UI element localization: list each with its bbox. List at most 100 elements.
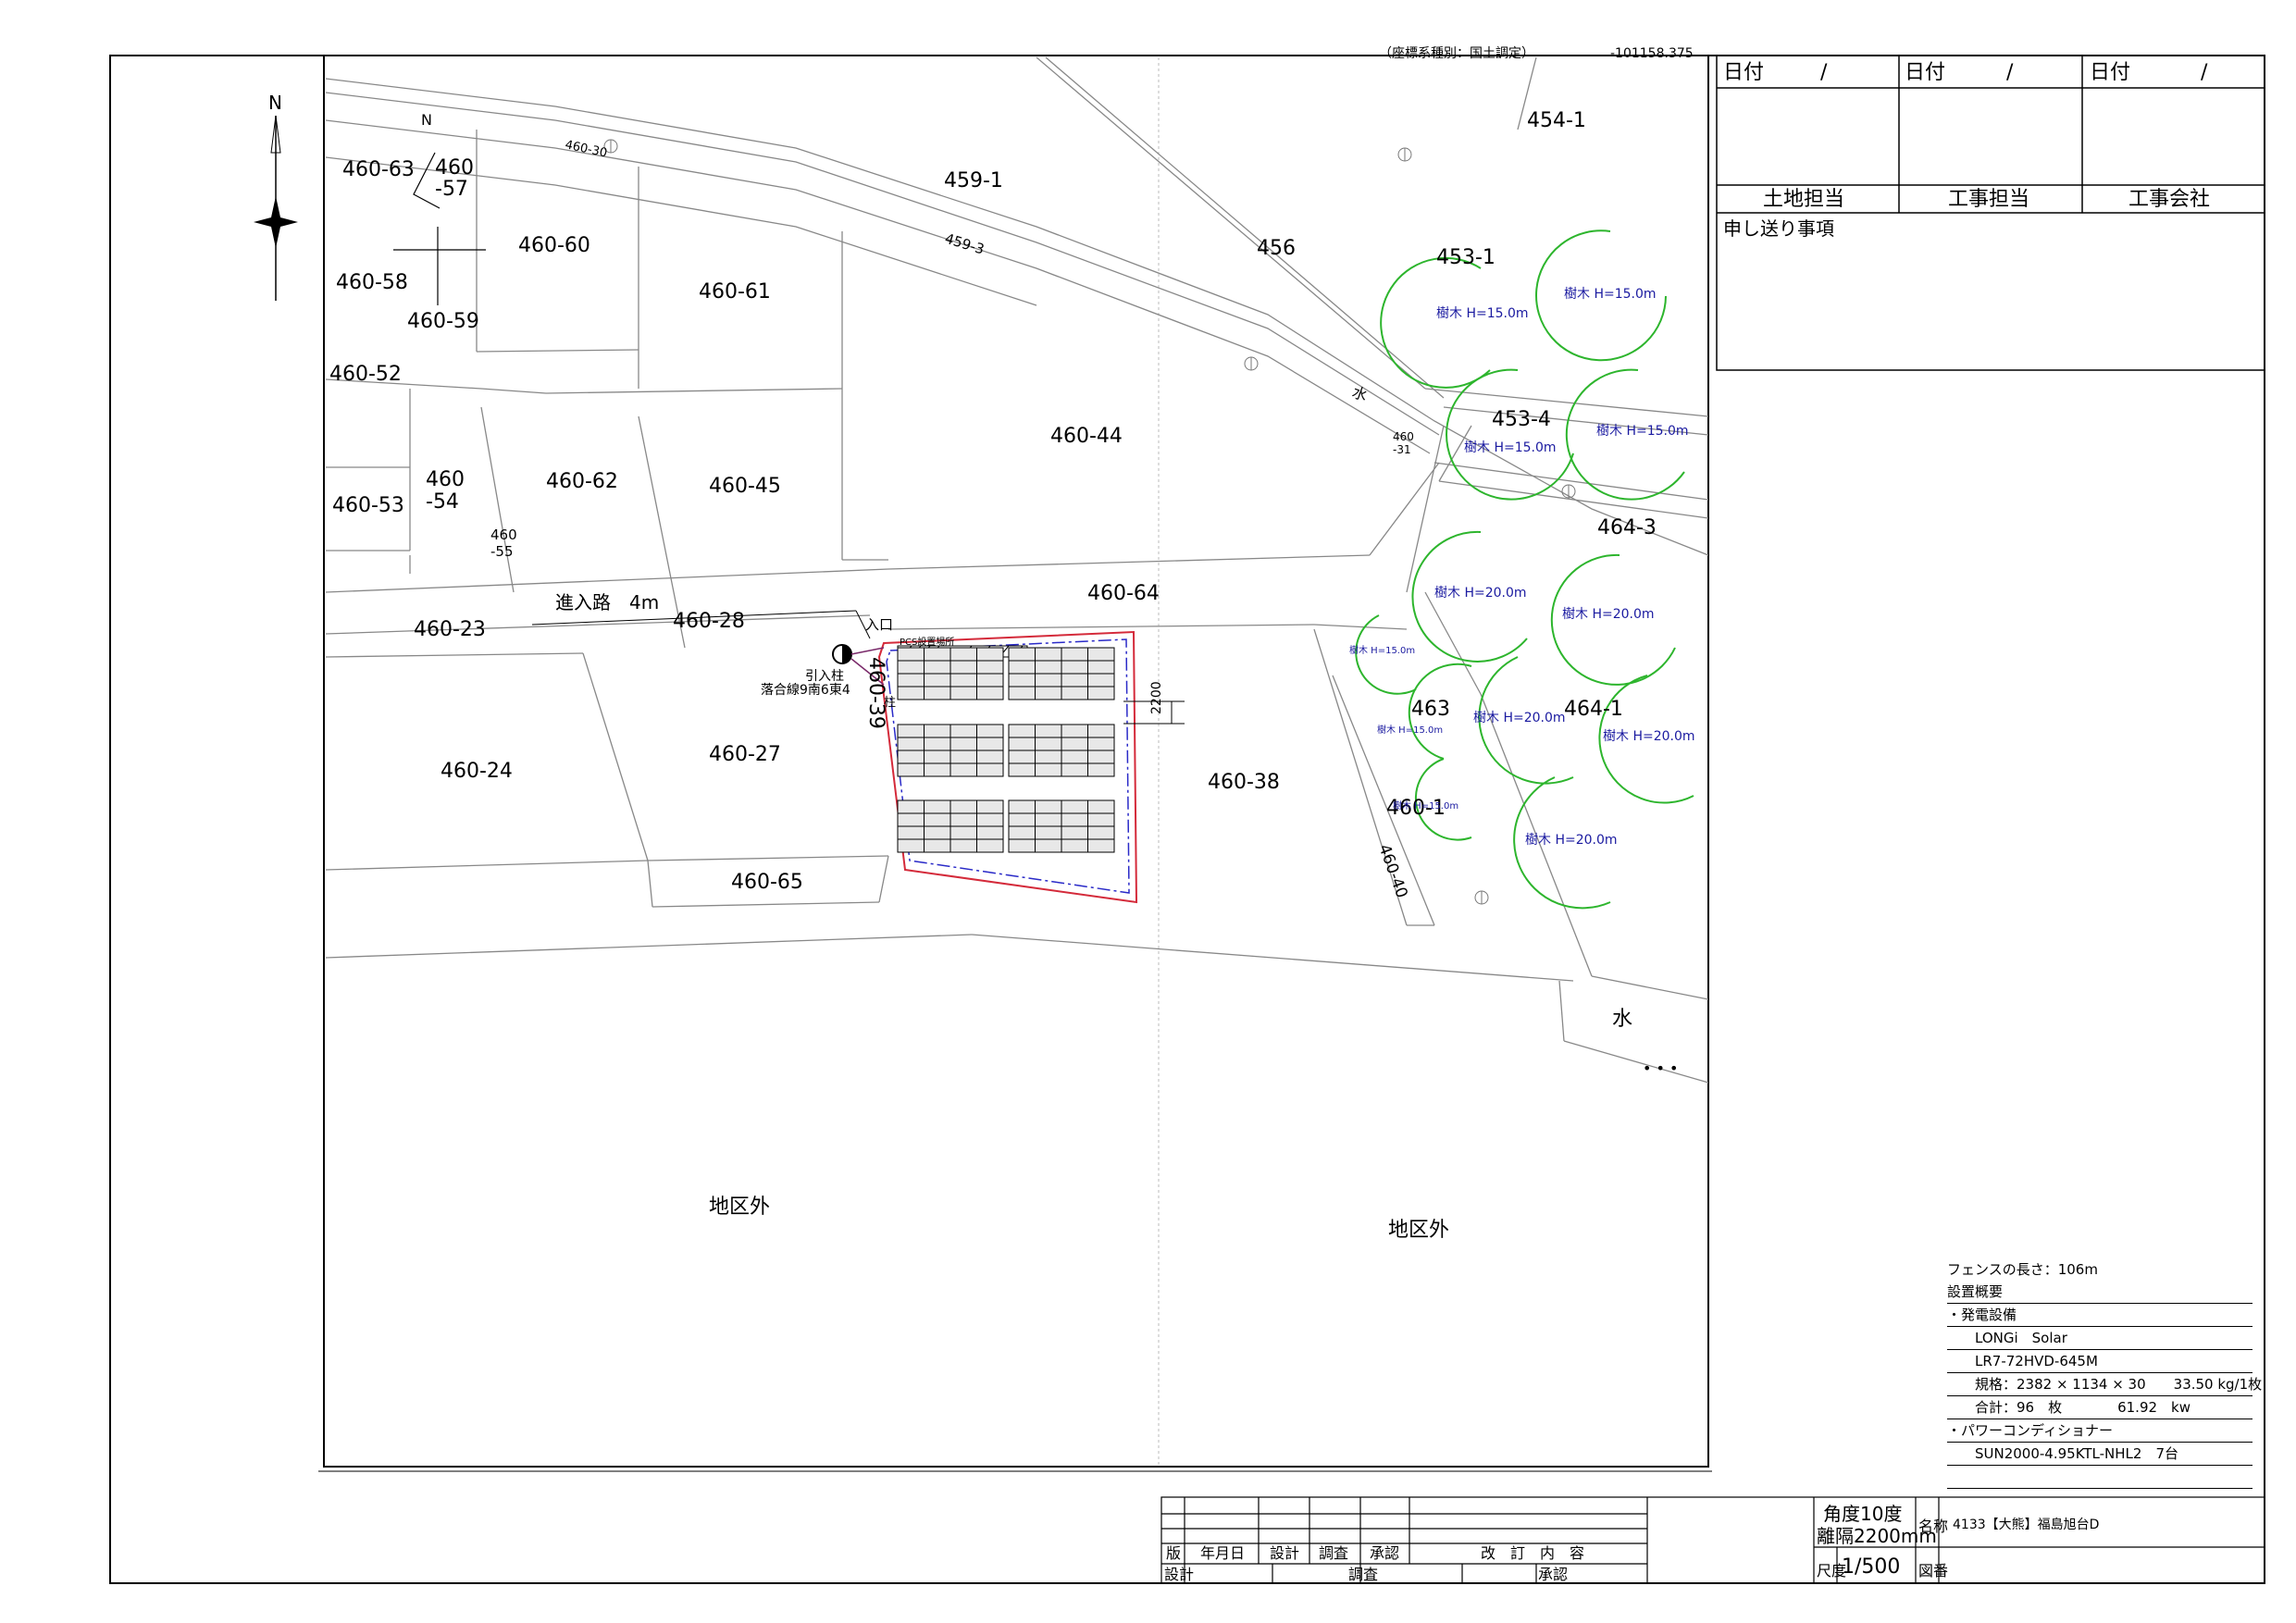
solar-panel	[897, 799, 925, 814]
tree-canopies	[1355, 229, 1694, 910]
solar-panel	[1061, 750, 1088, 764]
solar-panel	[976, 673, 1004, 688]
solar-panel	[949, 762, 977, 777]
panel-model: LR7-72HVD-645M	[1947, 1350, 2253, 1373]
tree-label: 樹木 H=20.0m	[1562, 607, 1655, 622]
water-label-2: 水	[1612, 1008, 1632, 1031]
parcel-label: 459-1	[944, 169, 1003, 192]
solar-panel	[1008, 686, 1036, 700]
coordinate-value: -101158.375	[1610, 46, 1694, 61]
parcel-label: -57	[435, 178, 468, 201]
solar-panel	[1035, 647, 1062, 662]
solar-panel	[1008, 673, 1036, 688]
rev-header-survey: 調査	[1319, 1544, 1348, 1562]
parcel-label: 460-58	[336, 271, 408, 294]
parcel-label: 464-1	[1564, 698, 1623, 721]
footer-approval: 承認	[1538, 1566, 1568, 1583]
solar-panel	[1061, 647, 1088, 662]
parcel-label: 460-63	[342, 158, 415, 181]
outside-area-label: 地区外	[709, 1196, 770, 1219]
tree-label: 樹木 H=15.0m	[1349, 644, 1415, 656]
solar-panel	[1087, 724, 1115, 738]
panel-spec: 規格：2382 × 1134 × 30 33.50 kg/1枚	[1947, 1373, 2262, 1396]
solar-panel	[897, 737, 925, 751]
solar-panel	[924, 825, 951, 840]
tree-label: 樹木 H=20.0m	[1473, 711, 1566, 725]
parcel-label: 460-62	[546, 470, 618, 493]
date-separator: /	[2006, 61, 2014, 84]
tree-label: 樹木 H=15.0m	[1377, 724, 1443, 736]
parcel-label: 460-39	[864, 657, 887, 729]
solar-panel	[1035, 812, 1062, 827]
solar-panel	[897, 724, 925, 738]
parcel-label: 453-4	[1492, 408, 1551, 431]
fence-length: フェンスの長さ：106m	[1947, 1261, 2098, 1278]
compass-north-label: N	[268, 92, 282, 114]
solar-panel	[1087, 660, 1115, 675]
parcel-label: 460	[426, 468, 465, 491]
solar-panel	[897, 673, 925, 688]
solar-panel	[924, 737, 951, 751]
solar-panel	[1035, 686, 1062, 700]
solar-panel	[976, 762, 1004, 777]
parcel-label: 460	[435, 156, 474, 180]
parcel-label: 460-59	[407, 310, 479, 333]
parcel-label: 454-1	[1527, 109, 1586, 132]
date-separator: /	[2201, 61, 2208, 84]
solar-panel	[924, 673, 951, 688]
solar-panel	[1087, 750, 1115, 764]
rev-header-design: 設計	[1270, 1544, 1299, 1562]
solar-panel	[949, 660, 977, 675]
entrance-label: 入口	[865, 616, 893, 633]
solar-panel	[1061, 686, 1088, 700]
parcel-label: 460-52	[329, 363, 402, 386]
parcel-label: 460-60	[518, 234, 590, 257]
tree-label: 樹木 H=15.0m	[1464, 440, 1557, 455]
pole-symbols	[603, 139, 1576, 905]
solar-panel	[949, 737, 977, 751]
parcel-label: 460-45	[709, 475, 781, 498]
gen-equipment-heading: ・発電設備	[1947, 1304, 2253, 1327]
solar-panel	[1087, 762, 1115, 777]
parcel-label: 460	[490, 527, 517, 543]
name-label: 名称	[1918, 1518, 1948, 1535]
parcel-label: 460-61	[699, 280, 771, 304]
parcel-north-marker	[393, 152, 486, 305]
solar-panel	[976, 812, 1004, 827]
parcel-label: 460-24	[441, 760, 513, 783]
solar-panel	[924, 686, 951, 700]
solar-panel	[1061, 737, 1088, 751]
solar-panel	[1061, 799, 1088, 814]
solar-panel	[924, 838, 951, 853]
solar-panel	[897, 825, 925, 840]
solar-panel	[1008, 838, 1036, 853]
parcel-label: -55	[490, 543, 514, 560]
parcel-label: 460-65	[731, 871, 803, 894]
solar-panel	[1035, 838, 1062, 853]
solar-panel	[1035, 825, 1062, 840]
solar-panel	[1008, 825, 1036, 840]
solar-panel	[924, 812, 951, 827]
solar-panel	[1008, 799, 1036, 814]
outside-area-label: 地区外	[1388, 1219, 1449, 1242]
parcel-label: 460-27	[709, 743, 781, 766]
solar-panel	[1061, 660, 1088, 675]
role-land: 土地担当	[1763, 188, 1844, 211]
site-boundary	[877, 630, 1138, 904]
solar-panel	[949, 812, 977, 827]
solar-panel	[1008, 762, 1036, 777]
road-label-460-30: 460-30	[564, 138, 608, 160]
map-frame	[323, 55, 1709, 1468]
solar-site	[531, 610, 1185, 904]
parcel-label: 456	[1257, 237, 1296, 260]
rev-header-version: 版	[1166, 1544, 1181, 1562]
solar-panel	[1008, 647, 1036, 662]
solar-panel	[949, 838, 977, 853]
notes-label: 申し送り事項	[1723, 217, 1834, 240]
scale-value: 1/500	[1842, 1555, 1900, 1579]
tree-label: 樹木 H=15.0m	[1596, 424, 1689, 439]
footer-design: 設計	[1164, 1566, 1194, 1583]
solar-panel	[897, 812, 925, 827]
solar-panel	[1087, 799, 1115, 814]
role-construction: 工事担当	[1948, 188, 2029, 211]
